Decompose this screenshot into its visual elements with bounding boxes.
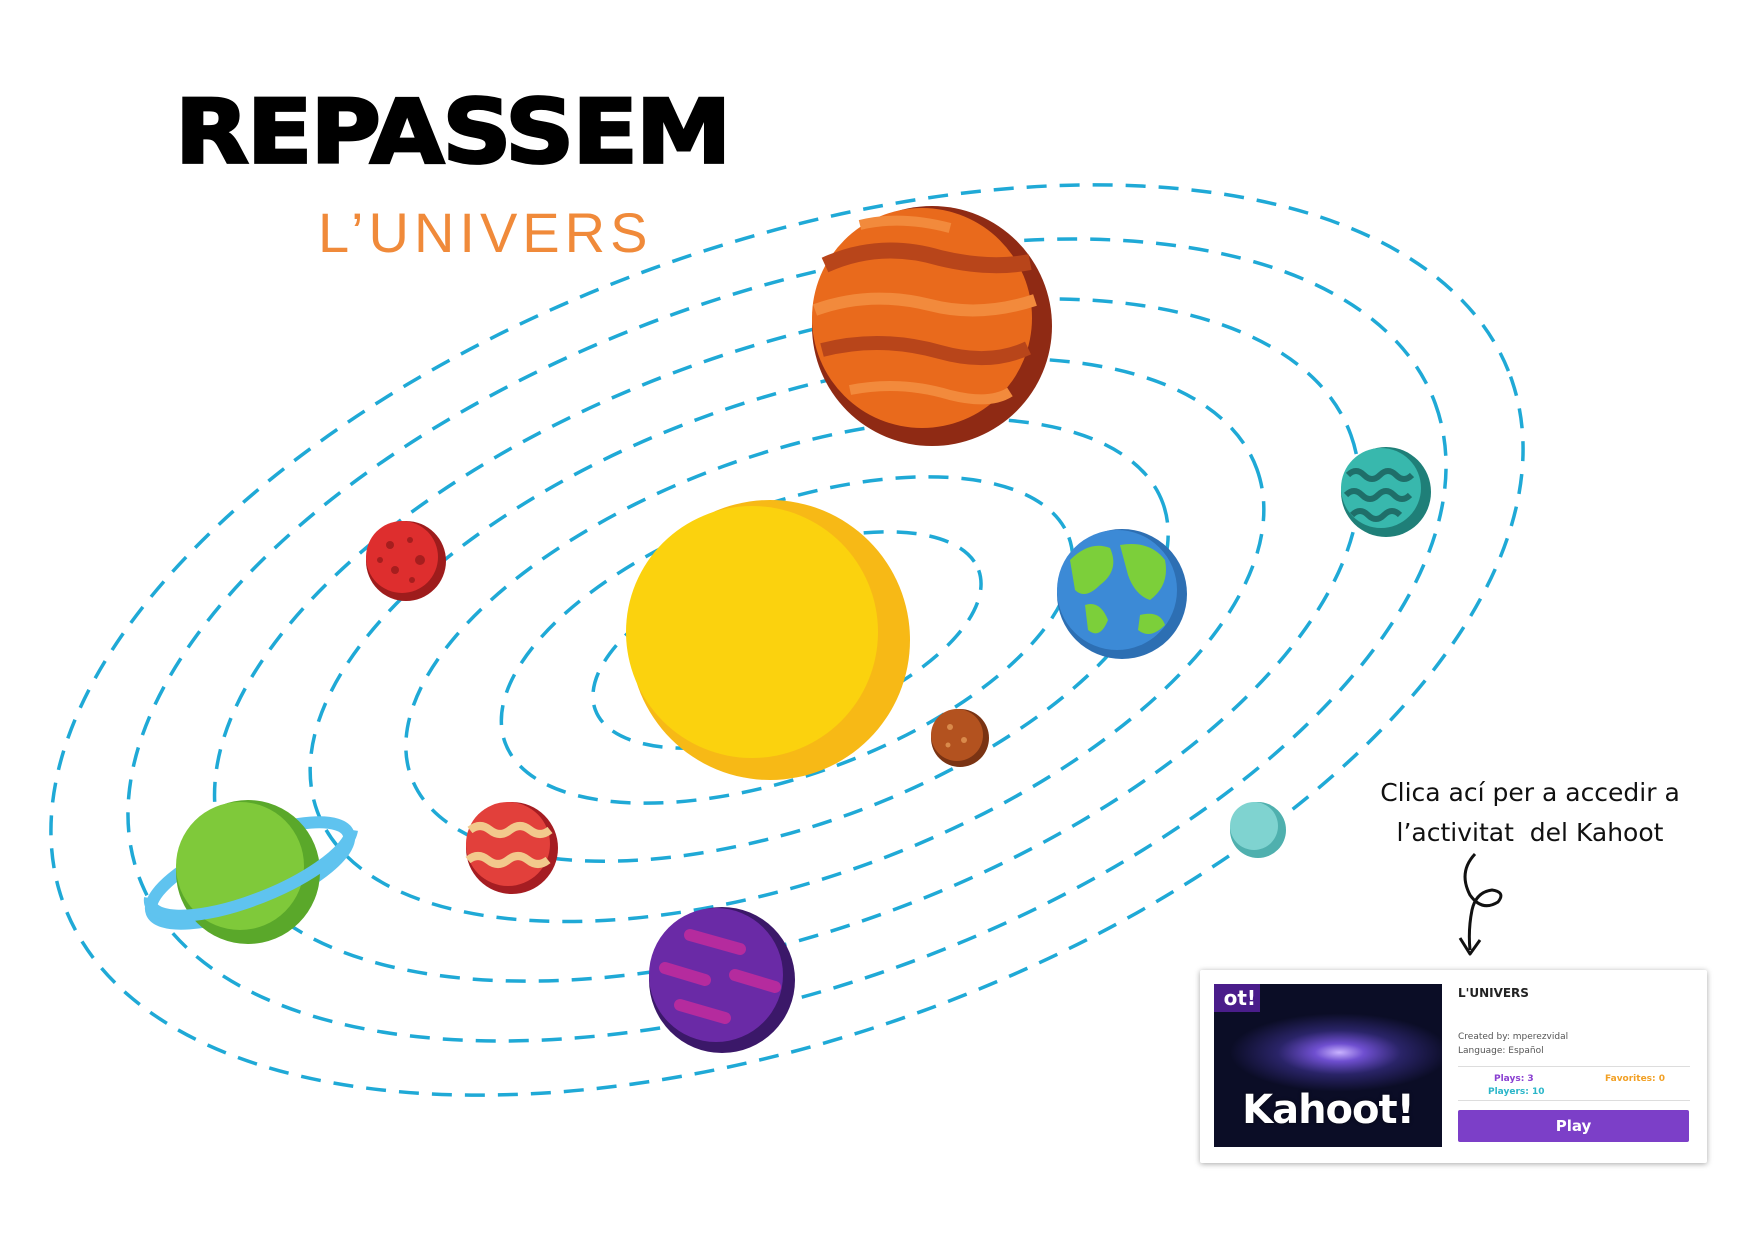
instruction-line-1: Clica ací per a accedir a <box>1380 778 1680 807</box>
jupiter-planet <box>812 206 1052 446</box>
kahoot-link-card[interactable]: ot! Kahoot! L'UNIVERS Created by: mperez… <box>1200 970 1707 1163</box>
divider <box>1458 1100 1690 1101</box>
neptune-planet <box>1341 447 1431 537</box>
saturn-planet <box>143 800 358 944</box>
light-teal-planet <box>1230 802 1286 858</box>
orbit-3 <box>404 417 1170 863</box>
page-subtitle: L’UNIVERS <box>318 201 653 264</box>
red-dotted-planet <box>366 521 446 601</box>
orbit-4 <box>308 356 1266 924</box>
earth-planet <box>1057 529 1187 659</box>
kahoot-logo: Kahoot! <box>1242 1087 1415 1133</box>
instruction-line-2: l’activitat del Kahoot <box>1396 818 1664 847</box>
kahoot-favorites-stat: Favorites: 0 <box>1605 1074 1666 1084</box>
purple-planet <box>649 907 795 1053</box>
kahoot-thumbnail[interactable]: ot! Kahoot! <box>1214 984 1442 1147</box>
kahoot-plays-stat: Plays: 3 <box>1494 1074 1534 1084</box>
kahoot-instruction-text: Clica ací per a accedir a l’activitat de… <box>1340 773 1720 853</box>
brown-small-planet <box>931 709 989 767</box>
orbit-7 <box>49 183 1525 1097</box>
orbits <box>49 183 1525 1097</box>
curly-arrow-down-icon <box>1458 852 1503 956</box>
kahoot-creator: Created by: mperezvidal <box>1458 1032 1569 1042</box>
red-striped-planet <box>465 802 558 894</box>
orbit-5 <box>212 297 1362 983</box>
sun <box>626 500 910 780</box>
kahoot-title: L'UNIVERS <box>1458 986 1529 1000</box>
page-title: REPASSEM <box>174 80 733 184</box>
kahoot-thumbnail-tag: ot! <box>1214 984 1260 1012</box>
kahoot-players-stat: Players: 10 <box>1488 1087 1545 1097</box>
kahoot-play-button[interactable]: Play <box>1458 1110 1689 1142</box>
kahoot-language: Language: Español <box>1458 1046 1544 1056</box>
divider <box>1458 1066 1690 1067</box>
orbit-6 <box>126 237 1448 1043</box>
